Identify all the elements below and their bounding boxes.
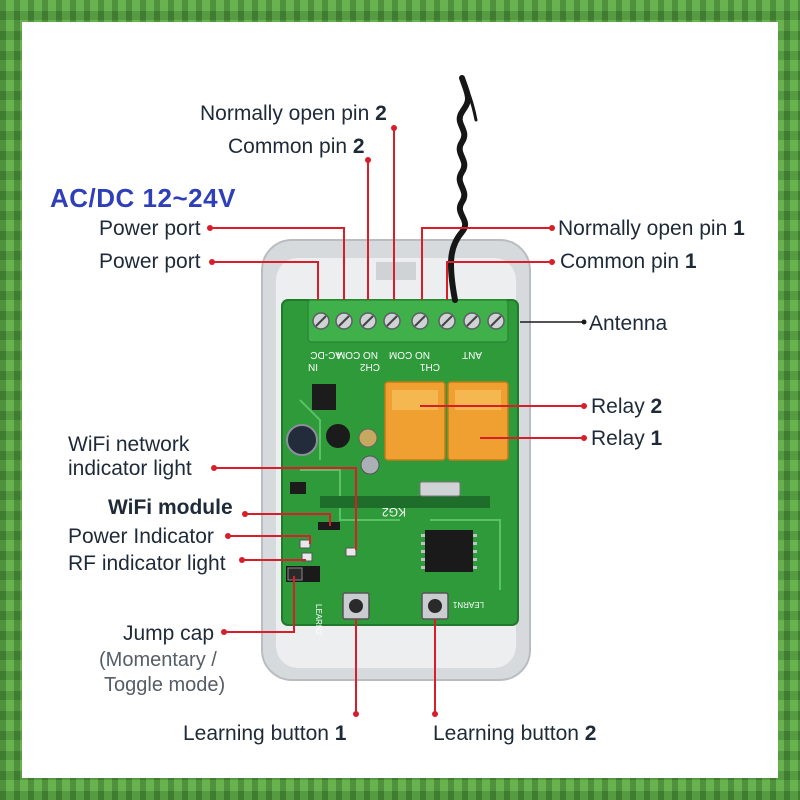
relay-1-component: [447, 381, 509, 461]
label-wifi-module: WiFi module: [108, 496, 233, 519]
label-jump-cap-note-line1: (Momentary /: [99, 649, 217, 671]
label-power-indicator: Power Indicator: [68, 525, 214, 548]
wifi-module-board: [320, 481, 490, 508]
voltage-title: AC/DC 12~24V: [50, 183, 236, 213]
label-learning-button-2: Learning button 2: [433, 722, 597, 745]
silk-ant: ANT: [462, 349, 482, 360]
chip: [421, 530, 477, 572]
label-wifi-indicator-line2: indicator light: [68, 457, 192, 480]
label-power-port-b: Power port: [99, 250, 201, 273]
label-common-pin-2: Common pin 2: [228, 135, 365, 158]
jumper-header: [286, 566, 320, 582]
silk-learn1: LEARN1: [452, 600, 484, 609]
silkscreen: IN AC-DC CH2 NO COM CH1 NO COM ANT KG2 L…: [308, 349, 484, 636]
silk-no-com-2: NO COM: [337, 349, 378, 360]
label-normally-open-pin-2: Normally open pin 2: [200, 102, 387, 125]
label-relay-2: Relay 2: [591, 395, 663, 418]
terminal-block: [307, 299, 509, 343]
silk-no-com-1: NO COM: [389, 349, 430, 360]
label-wifi-indicator-line1: WiFi network: [68, 433, 190, 456]
label-rf-indicator: RF indicator light: [68, 552, 226, 575]
label-learning-button-1: Learning button 1: [183, 722, 347, 745]
leader-lines: [210, 128, 584, 714]
antenna-wire: [448, 75, 478, 303]
label-normally-open-pin-1: Normally open pin 1: [558, 217, 745, 240]
label-antenna: Antenna: [589, 312, 668, 335]
silk-ch2: CH2: [360, 361, 380, 372]
silk-ac-dc: AC-DC: [310, 349, 342, 360]
silk-learn2: LEARN2: [314, 604, 323, 636]
capacitors: [286, 384, 380, 494]
leader-dots: [207, 125, 587, 717]
label-power-port-a: Power port: [99, 217, 201, 240]
silk-ch1: CH1: [420, 361, 440, 372]
label-common-pin-1: Common pin 1: [560, 250, 697, 273]
label-jump-cap-note-line2: Toggle mode): [104, 674, 226, 696]
label-jump-cap: Jump cap: [123, 622, 215, 645]
antenna-leader-dot: [581, 319, 587, 325]
silk-model: KG2: [382, 505, 406, 519]
label-relay-1: Relay 1: [591, 427, 663, 450]
relay-2-component: [384, 381, 446, 461]
silk-in: IN: [308, 361, 318, 372]
